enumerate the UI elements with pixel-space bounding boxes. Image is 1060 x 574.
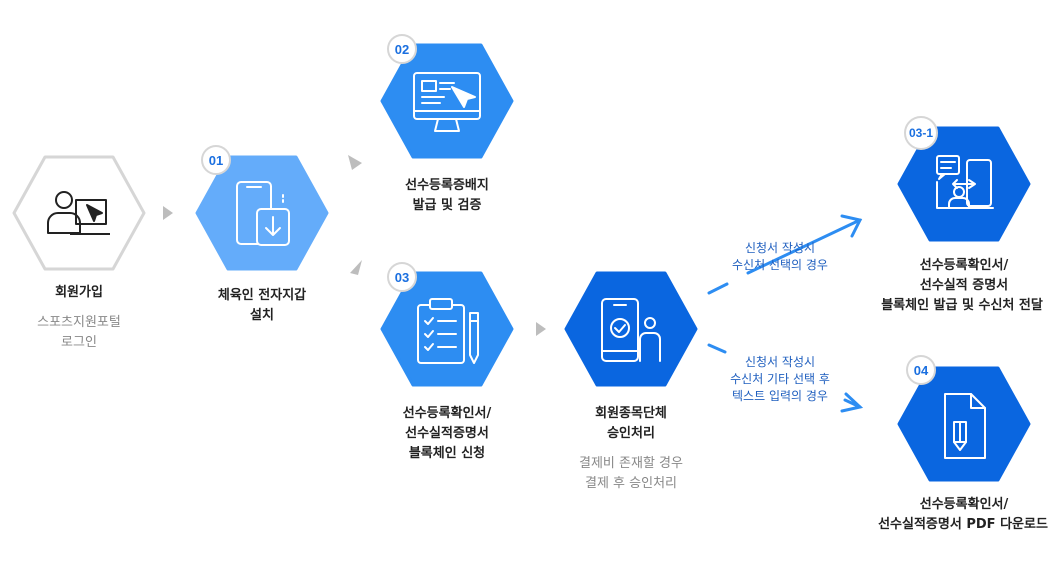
- start-title: 회원가입: [55, 285, 103, 300]
- arrow-start-to-01: [163, 206, 173, 220]
- step-01-title-line1: 체육인 전자지갑: [217, 288, 307, 303]
- approval-sub-2: 결제 후 승인처리: [585, 476, 677, 491]
- arrow-approve-to-031: [707, 214, 863, 295]
- badge-03: 03: [387, 262, 417, 292]
- phone-check-person-icon: [601, 298, 661, 362]
- start-sub-1: 스포츠지원포털: [37, 315, 121, 330]
- arrow-approve-to-04: [707, 343, 864, 413]
- step-04-title-line2: 선수실적증명서 PDF 다운로드: [878, 517, 1048, 532]
- badge-03-1: 03-1: [904, 116, 938, 150]
- badge-04: 04: [906, 355, 936, 385]
- approval-title-line1: 회원종목단체: [595, 406, 667, 421]
- phone-download-icon: [236, 181, 290, 246]
- step-03-title-line2: 선수실적증명서: [405, 426, 489, 441]
- branch-upper-line1: 신청서 작성시: [744, 241, 816, 255]
- step-02-title-line2: 발급 및 검증: [412, 198, 482, 213]
- hex-approval[interactable]: [564, 271, 698, 387]
- file-download-icon: [944, 393, 986, 459]
- hex-step-01[interactable]: [195, 155, 329, 271]
- step-01-title-line2: 설치: [250, 308, 274, 323]
- approval-title-line2: 승인처리: [607, 426, 655, 441]
- approval-sub-1: 결제비 존재할 경우: [579, 456, 683, 471]
- document-exchange-icon: [936, 155, 994, 209]
- step-02-title-line1: 선수등록증배지: [405, 178, 489, 193]
- user-computer-icon: [47, 191, 110, 235]
- clipboard-checklist-icon: [417, 298, 479, 364]
- hex-step-02[interactable]: [380, 43, 514, 159]
- step-03-title-line1: 선수등록확인서/: [402, 406, 492, 421]
- step-03-1-title-line2: 선수실적 증명서: [919, 278, 1009, 293]
- step-03-title-line3: 블록체인 신청: [408, 446, 486, 461]
- branch-upper-line2: 수신처 선택의 경우: [732, 258, 828, 272]
- hex-step-03-1[interactable]: [897, 126, 1031, 242]
- branch-lower-line1: 신청서 작성시: [744, 355, 816, 369]
- monitor-cursor-icon: [413, 72, 481, 132]
- start-sub-2: 로그인: [61, 335, 97, 350]
- step-04-title-line1: 선수등록확인서/: [919, 497, 1009, 512]
- arrow-03-to-approve: [536, 322, 546, 336]
- branch-lower-line3: 텍스트 입력의 경우: [732, 389, 828, 403]
- badge-02: 02: [387, 34, 417, 64]
- step-03-1-title-line1: 선수등록확인서/: [919, 258, 1009, 273]
- step-03-1-title-line3: 블록체인 발급 및 수신처 전달: [881, 298, 1043, 313]
- arrow-01-to-02: [348, 155, 362, 170]
- hex-step-04[interactable]: [897, 366, 1031, 482]
- arrow-01-to-03: [350, 260, 362, 275]
- branch-lower-line2: 수신처 기타 선택 후: [730, 372, 830, 386]
- badge-01: 01: [201, 145, 231, 175]
- hex-step-03[interactable]: [380, 271, 514, 387]
- hex-start[interactable]: [12, 155, 146, 271]
